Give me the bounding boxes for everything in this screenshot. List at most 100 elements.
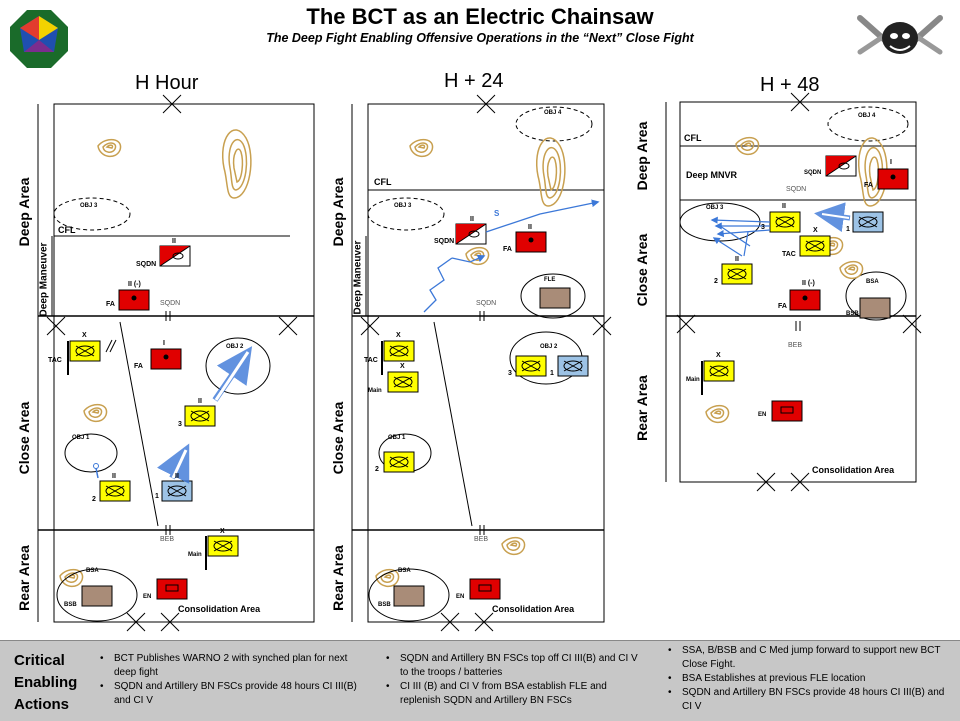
panel-h-24 bbox=[351, 94, 612, 632]
phase-title-h-24: H + 24 bbox=[444, 70, 504, 92]
bsa-label-3: BSA bbox=[866, 279, 879, 285]
beb-label-1: BEB bbox=[160, 536, 175, 543]
sqdn-unit-label-3: SQDN bbox=[804, 170, 822, 176]
close-area-label-1: Close Area bbox=[16, 401, 32, 475]
fle-label-2: FLE bbox=[544, 277, 556, 283]
close-area-label-3: Close Area bbox=[634, 233, 650, 307]
fa-label-1b: FA bbox=[134, 363, 143, 370]
en-label-3: EN bbox=[758, 412, 767, 418]
ii-sym-1d: II bbox=[175, 473, 179, 480]
actions-h-hour-list: BCT Publishes WARNO 2 with synched plan … bbox=[100, 652, 370, 708]
unit-num-2-2: 2 bbox=[375, 466, 379, 473]
operations-diagram bbox=[37, 92, 922, 632]
ii-sym-1a: II bbox=[172, 238, 176, 245]
sqdn-boundary-2: SQDN bbox=[476, 300, 497, 307]
x-sym-1b: X bbox=[220, 528, 225, 535]
page-title: The BCT as an Electric Chainsaw bbox=[306, 4, 654, 29]
tac-label-2: TAC bbox=[364, 357, 378, 364]
bsa-label-2: BSA bbox=[398, 568, 411, 574]
main-label-1: Main bbox=[188, 552, 202, 558]
beb-label-3: BEB bbox=[788, 342, 803, 349]
beb-label-2: BEB bbox=[474, 536, 489, 543]
x-sym-2a: X bbox=[396, 332, 401, 339]
panel-h-48 bbox=[665, 92, 922, 492]
list-item: SQDN and Artillery BN FSCs provide 48 ho… bbox=[100, 680, 370, 708]
x-sym-2b: X bbox=[400, 363, 405, 370]
panel-h-hour bbox=[37, 94, 315, 632]
unit-num-1-3: 1 bbox=[846, 226, 850, 233]
consolidation-label-2: Consolidation Area bbox=[492, 604, 575, 614]
fa-label-1a: FA bbox=[106, 301, 115, 308]
main-label-3: Main bbox=[686, 377, 700, 383]
ii-minus-sym-3: II (-) bbox=[802, 280, 815, 287]
fa-label-3a: FA bbox=[864, 182, 873, 189]
tac-label-3: TAC bbox=[782, 251, 796, 258]
actions-h-48-list: SSA, B/BSB and C Med jump forward to sup… bbox=[668, 644, 948, 714]
cfl-label-2: CFL bbox=[374, 177, 392, 187]
bsb-label-2: BSB bbox=[378, 602, 391, 608]
main-label-2: Main bbox=[368, 388, 382, 394]
obj1-label-1: OBJ 1 bbox=[72, 435, 90, 441]
list-item: CI III (B) and CI V from BSA establish F… bbox=[386, 680, 648, 708]
obj3-label-1: OBJ 3 bbox=[80, 203, 98, 209]
critical-actions-heading: Critical Enabling Actions bbox=[14, 652, 78, 713]
unit-num-3-3: 3 bbox=[761, 224, 765, 231]
rear-area-label-3: Rear Area bbox=[634, 375, 650, 441]
cfl-label-1: CFL bbox=[58, 225, 76, 235]
unit-num-3-1: 3 bbox=[178, 421, 182, 428]
tac-label-1: TAC bbox=[48, 357, 62, 364]
consolidation-label-3: Consolidation Area bbox=[812, 465, 895, 475]
close-area-label-2: Close Area bbox=[330, 401, 346, 475]
bsa-label-1: BSA bbox=[86, 568, 99, 574]
cfl-label-3: CFL bbox=[684, 133, 702, 143]
division-patch-logo bbox=[10, 10, 68, 68]
rear-area-label-1: Rear Area bbox=[16, 545, 32, 611]
obj2-label-2: OBJ 2 bbox=[540, 344, 558, 350]
i-sym-1: I bbox=[163, 340, 165, 347]
bsb-label-1: BSB bbox=[64, 602, 77, 608]
rear-area-label-2: Rear Area bbox=[330, 545, 346, 611]
x-sym-1a: X bbox=[82, 332, 87, 339]
unit-num-2-3: 2 bbox=[714, 278, 718, 285]
list-item: BCT Publishes WARNO 2 with synched plan … bbox=[100, 652, 370, 680]
list-item: SQDN and Artillery BN FSCs top off CI II… bbox=[386, 652, 648, 680]
ii-minus-sym-1: II (-) bbox=[128, 281, 141, 288]
obj4-label-2: OBJ 4 bbox=[544, 110, 562, 116]
sqdn-boundary-3: SQDN bbox=[786, 186, 807, 193]
obj1-label-2: OBJ 1 bbox=[388, 435, 406, 441]
unit-num-3-2: 3 bbox=[508, 370, 512, 377]
x-sym-3a: X bbox=[813, 227, 818, 234]
deep-area-label-2: Deep Area bbox=[330, 177, 346, 247]
deep-mnvr-label: Deep MNVR bbox=[686, 170, 738, 180]
unit-num-1-2: 1 bbox=[550, 370, 554, 377]
deep-area-label-1: Deep Area bbox=[16, 177, 32, 247]
i-sym-3: I bbox=[890, 159, 892, 166]
obj3-label-2: OBJ 3 bbox=[394, 203, 412, 209]
actions-h-24-list: SQDN and Artillery BN FSCs top off CI II… bbox=[386, 652, 648, 708]
phase-title-h-hour: H Hour bbox=[135, 72, 199, 94]
consolidation-label-1: Consolidation Area bbox=[178, 604, 261, 614]
obj2-label-1: OBJ 2 bbox=[226, 344, 244, 350]
ii-sym-2a: II bbox=[470, 216, 474, 223]
en-label-2: EN bbox=[456, 594, 465, 600]
unit-num-1-1: 1 bbox=[155, 493, 159, 500]
fa-label-3b: FA bbox=[778, 303, 787, 310]
ii-sym-1c: II bbox=[112, 473, 116, 480]
page-subtitle: The Deep Fight Enabling Offensive Operat… bbox=[266, 31, 694, 45]
deep-area-label-3: Deep Area bbox=[634, 121, 650, 191]
list-item: SSA, B/BSB and C Med jump forward to sup… bbox=[668, 644, 948, 672]
x-sym-3b: X bbox=[716, 352, 721, 359]
en-label-1: EN bbox=[143, 594, 152, 600]
ii-sym-3b: II bbox=[735, 256, 739, 263]
ii-sym-3a: II bbox=[782, 203, 786, 210]
obj3-label-3: OBJ 3 bbox=[706, 205, 724, 211]
unit-num-2-1: 2 bbox=[92, 496, 96, 503]
list-item: BSA Establishes at previous FLE location bbox=[668, 672, 948, 686]
squadron-crest-logo bbox=[857, 15, 943, 55]
ii-sym-1b: II bbox=[198, 398, 202, 405]
sqdn-unit-label-1: SQDN bbox=[136, 261, 157, 268]
sqdn-boundary-1: SQDN bbox=[160, 300, 181, 307]
deep-maneuver-label-1: Deep Maneuver bbox=[38, 242, 50, 317]
list-item: SQDN and Artillery BN FSCs provide 48 ho… bbox=[668, 686, 948, 714]
ii-sym-2b: II bbox=[528, 224, 532, 231]
